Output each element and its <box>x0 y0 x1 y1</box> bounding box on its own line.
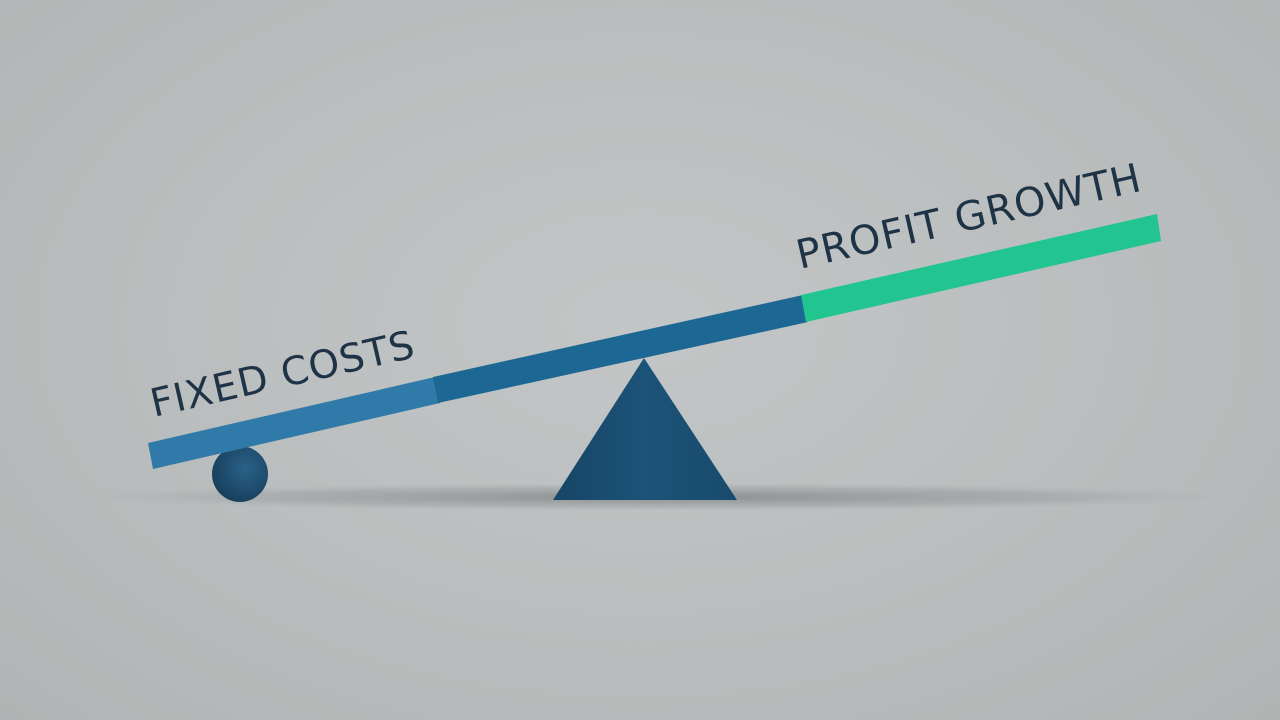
plank-segment-fixed-costs <box>148 377 440 469</box>
plank-segment-profit-growth <box>801 214 1161 322</box>
ball-weight-icon <box>212 446 268 502</box>
plank-segment-middle <box>433 295 808 403</box>
fulcrum-icon <box>553 358 737 500</box>
